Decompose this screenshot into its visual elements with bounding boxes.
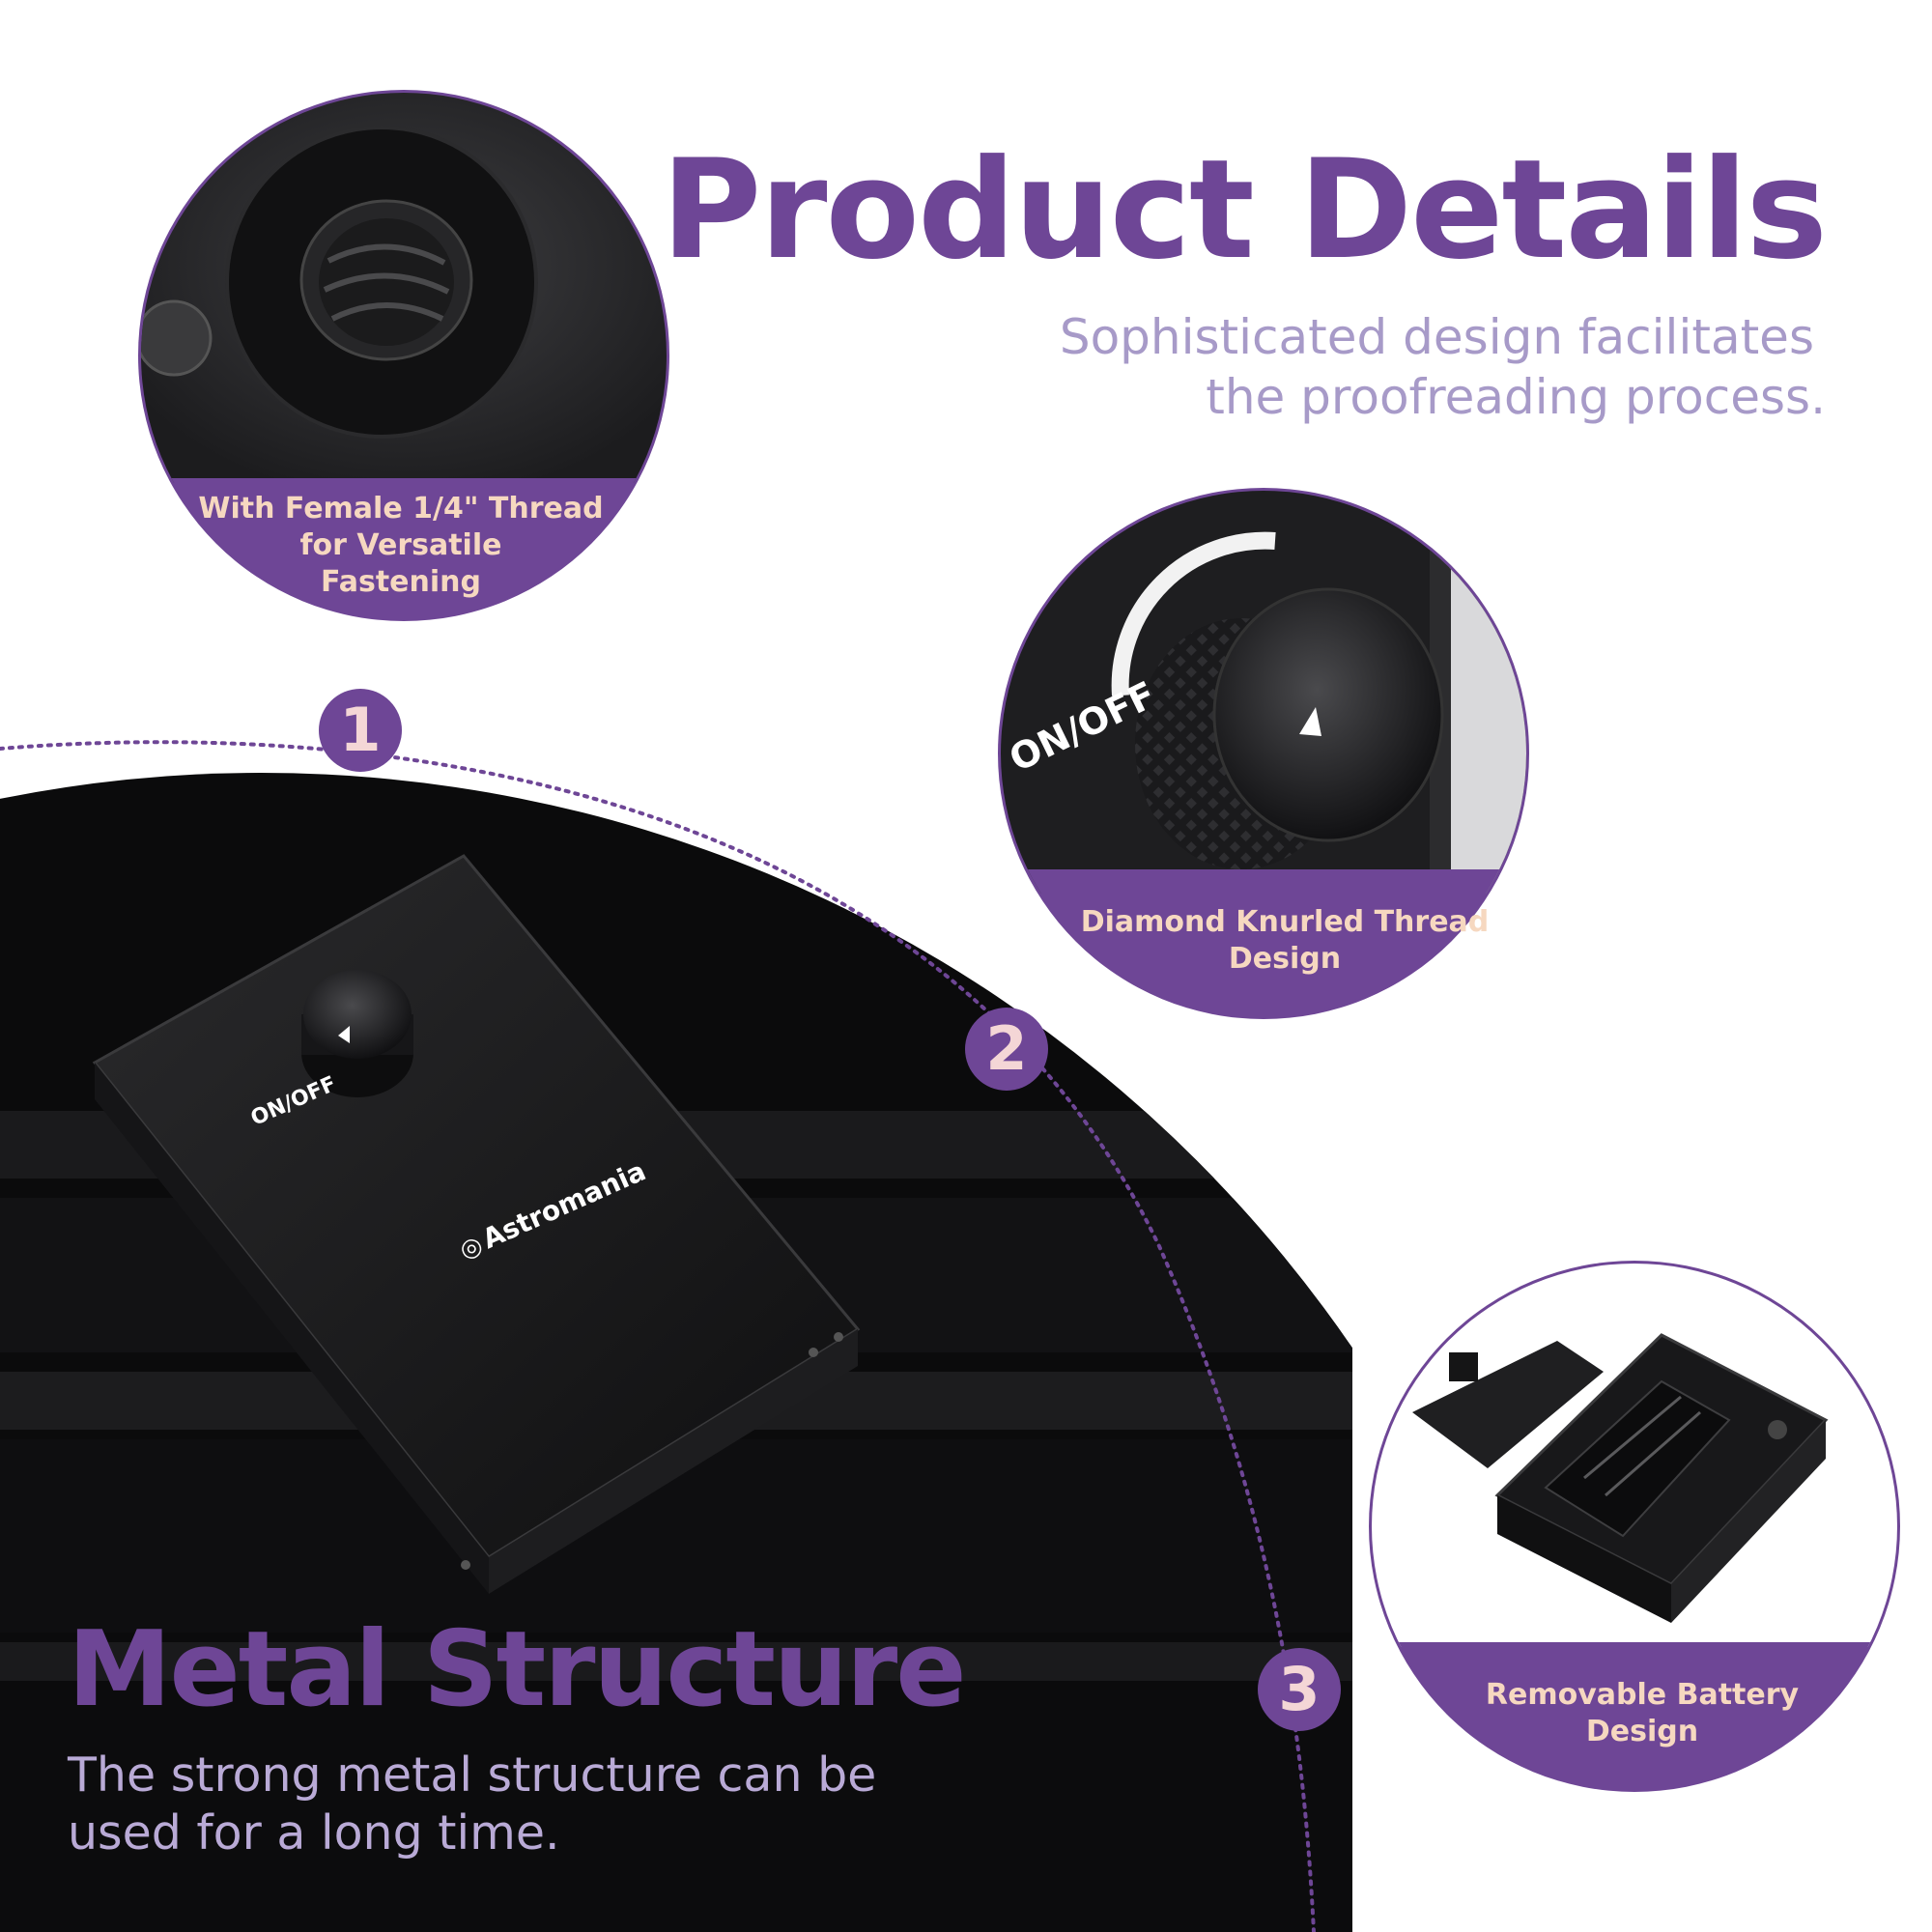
device-box (92, 854, 861, 1594)
feature-3-caption: Removable Battery Design (1439, 1677, 1845, 1750)
feature-3-caption-line: Design (1585, 1715, 1699, 1748)
metal-description-line-2: used for a long time. (68, 1805, 560, 1861)
feature-number-badge-1: 1 (319, 689, 402, 772)
feature-3-circle (1369, 1261, 1900, 1792)
page-subtitle: Sophisticated design facilitates the pro… (956, 307, 1826, 427)
feature-number-badge-3: 3 (1258, 1648, 1341, 1731)
metal-structure-title: Metal Structure (68, 1609, 966, 1730)
feature-2-caption: Diamond Knurled Thread Design (1043, 904, 1526, 978)
feature-number-badge-2: 2 (965, 1008, 1048, 1091)
feature-3-caption-line: Removable Battery (1485, 1678, 1800, 1712)
subtitle-line-1: Sophisticated design facilitates (1059, 309, 1814, 365)
feature-2-circle (998, 488, 1529, 1019)
subtitle-line-2: the proofreading process. (1206, 369, 1826, 425)
feature-1-circle (138, 90, 669, 621)
page-title: Product Details (661, 130, 1828, 290)
metal-description-line-1: The strong metal structure can be (68, 1747, 877, 1803)
feature-1-caption-line: Fastening (321, 565, 481, 599)
feature-1-caption-line: With Female 1/4" Thread (198, 492, 604, 526)
feature-2-caption-line: Diamond Knurled Thread (1080, 905, 1490, 939)
feature-2-caption-line: Design (1228, 942, 1342, 976)
device-knob (301, 970, 413, 1097)
feature-1-caption-line: for Versatile (299, 528, 502, 562)
feature-1-caption: With Female 1/4" Thread for Versatile Fa… (174, 491, 628, 601)
metal-structure-description: The strong metal structure can be used f… (68, 1747, 898, 1862)
